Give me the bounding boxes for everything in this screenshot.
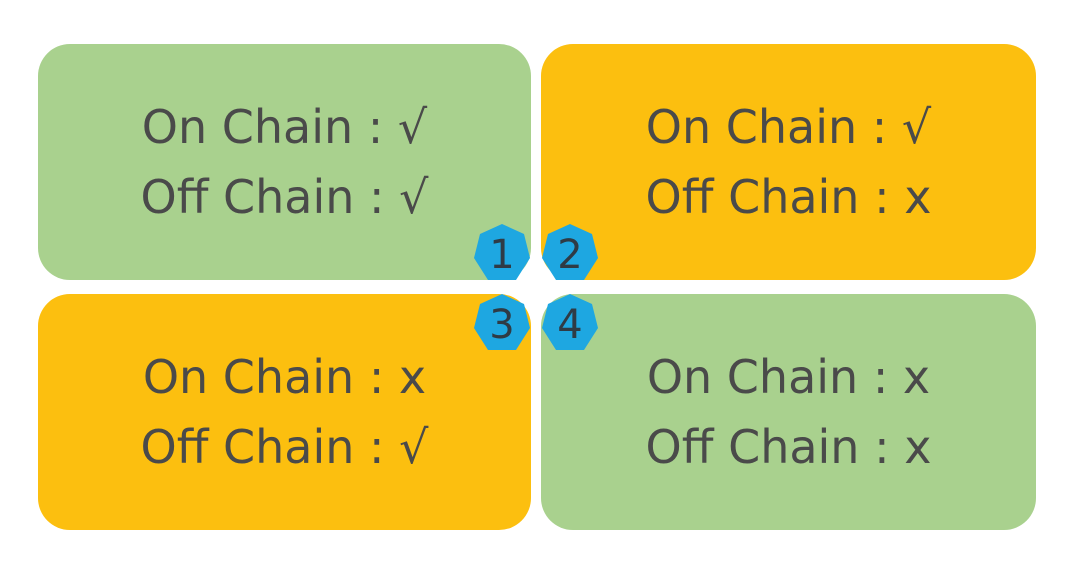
quadrant-1: On Chain : √ Off Chain : √ <box>38 44 531 280</box>
badge-number: 4 <box>557 302 582 348</box>
on-chain-label: On Chain : √ <box>645 100 932 154</box>
heptagon-icon: 4 <box>542 294 598 350</box>
heptagon-icon: 3 <box>474 294 530 350</box>
off-chain-label: Off Chain : √ <box>140 420 429 474</box>
badge-number: 3 <box>489 302 514 348</box>
badge-number: 2 <box>557 232 582 278</box>
heptagon-icon: 2 <box>542 224 598 280</box>
off-chain-label: Off Chain : √ <box>140 170 429 224</box>
quadrant-2-badge: 2 <box>540 222 600 286</box>
on-chain-label: On Chain : x <box>646 350 931 404</box>
badge-number: 1 <box>489 232 514 278</box>
quadrant-1-badge: 1 <box>472 222 532 286</box>
quadrant-4-badge: 4 <box>540 292 600 356</box>
quadrant-3: On Chain : x Off Chain : √ <box>38 294 531 530</box>
off-chain-label: Off Chain : x <box>645 170 932 224</box>
quadrant-4: On Chain : x Off Chain : x <box>541 294 1036 530</box>
quadrant-3-badge: 3 <box>472 292 532 356</box>
on-chain-label: On Chain : x <box>142 350 427 404</box>
on-chain-label: On Chain : √ <box>141 100 428 154</box>
heptagon-icon: 1 <box>474 224 530 280</box>
quadrant-2: On Chain : √ Off Chain : x <box>541 44 1036 280</box>
off-chain-label: Off Chain : x <box>645 420 932 474</box>
